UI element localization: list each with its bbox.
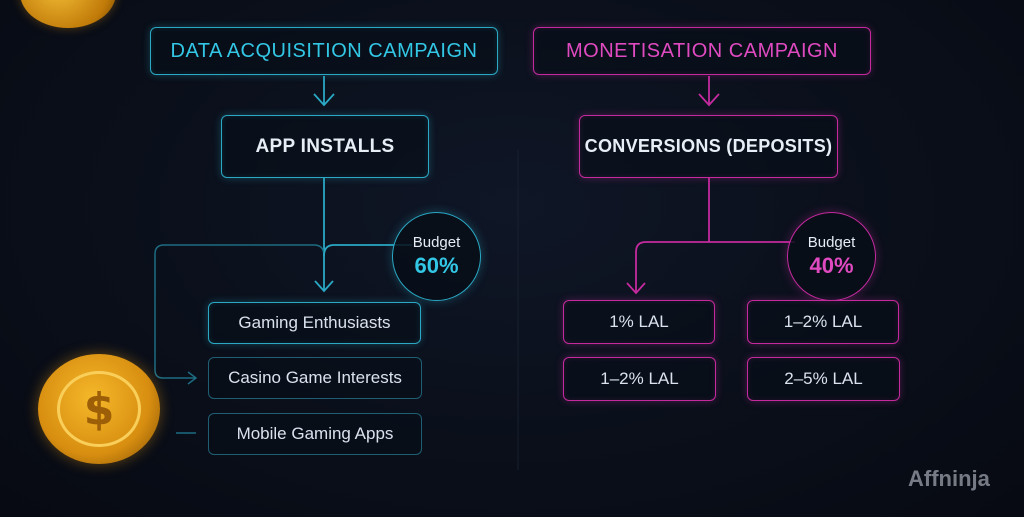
dollar-symbol: $ xyxy=(83,383,115,435)
budget-60-badge: Budget 60% xyxy=(392,212,481,301)
audience-mobile-gaming-apps: Mobile Gaming Apps xyxy=(208,413,422,455)
dollar-coin-icon: $ xyxy=(38,354,160,464)
app-installs-label: APP INSTALLS xyxy=(255,135,395,157)
audience-label: 2–5% LAL xyxy=(784,369,863,388)
audience-lal-2-5: 2–5% LAL xyxy=(747,357,900,401)
audience-label: Casino Game Interests xyxy=(228,368,402,387)
budget-label: Budget xyxy=(412,234,461,251)
app-installs-box: APP INSTALLS xyxy=(221,115,429,178)
budget-value: 60% xyxy=(414,253,459,278)
audience-casino-game-interests: Casino Game Interests xyxy=(208,357,422,399)
audience-gaming-enthusiasts: Gaming Enthusiasts xyxy=(208,302,421,344)
data-acquisition-campaign-box: DATA ACQUISITION CAMPAIGN xyxy=(150,27,498,75)
data-acquisition-campaign-title: DATA ACQUISITION CAMPAIGN xyxy=(170,39,478,62)
monetisation-campaign-title: MONETISATION CAMPAIGN xyxy=(566,39,838,62)
budget-40-badge: Budget 40% xyxy=(787,212,876,301)
audience-label: 1–2% LAL xyxy=(600,369,679,388)
audience-lal-1: 1% LAL xyxy=(563,300,715,344)
audience-lal-1-2-a: 1–2% LAL xyxy=(747,300,899,344)
affninja-watermark: Affninja xyxy=(908,466,990,491)
conversions-deposits-label: CONVERSIONS (DEPOSITS) xyxy=(584,136,833,156)
audience-label: Mobile Gaming Apps xyxy=(236,424,394,443)
monetisation-campaign-box: MONETISATION CAMPAIGN xyxy=(533,27,871,75)
audience-lal-1-2-b: 1–2% LAL xyxy=(563,357,716,401)
audience-label: 1–2% LAL xyxy=(783,312,863,331)
conversions-deposits-box: CONVERSIONS (DEPOSITS) xyxy=(579,115,838,178)
audience-label: 1% LAL xyxy=(609,312,669,331)
budget-value: 40% xyxy=(809,253,854,278)
budget-label: Budget xyxy=(807,234,856,251)
audience-label: Gaming Enthusiasts xyxy=(238,313,391,332)
